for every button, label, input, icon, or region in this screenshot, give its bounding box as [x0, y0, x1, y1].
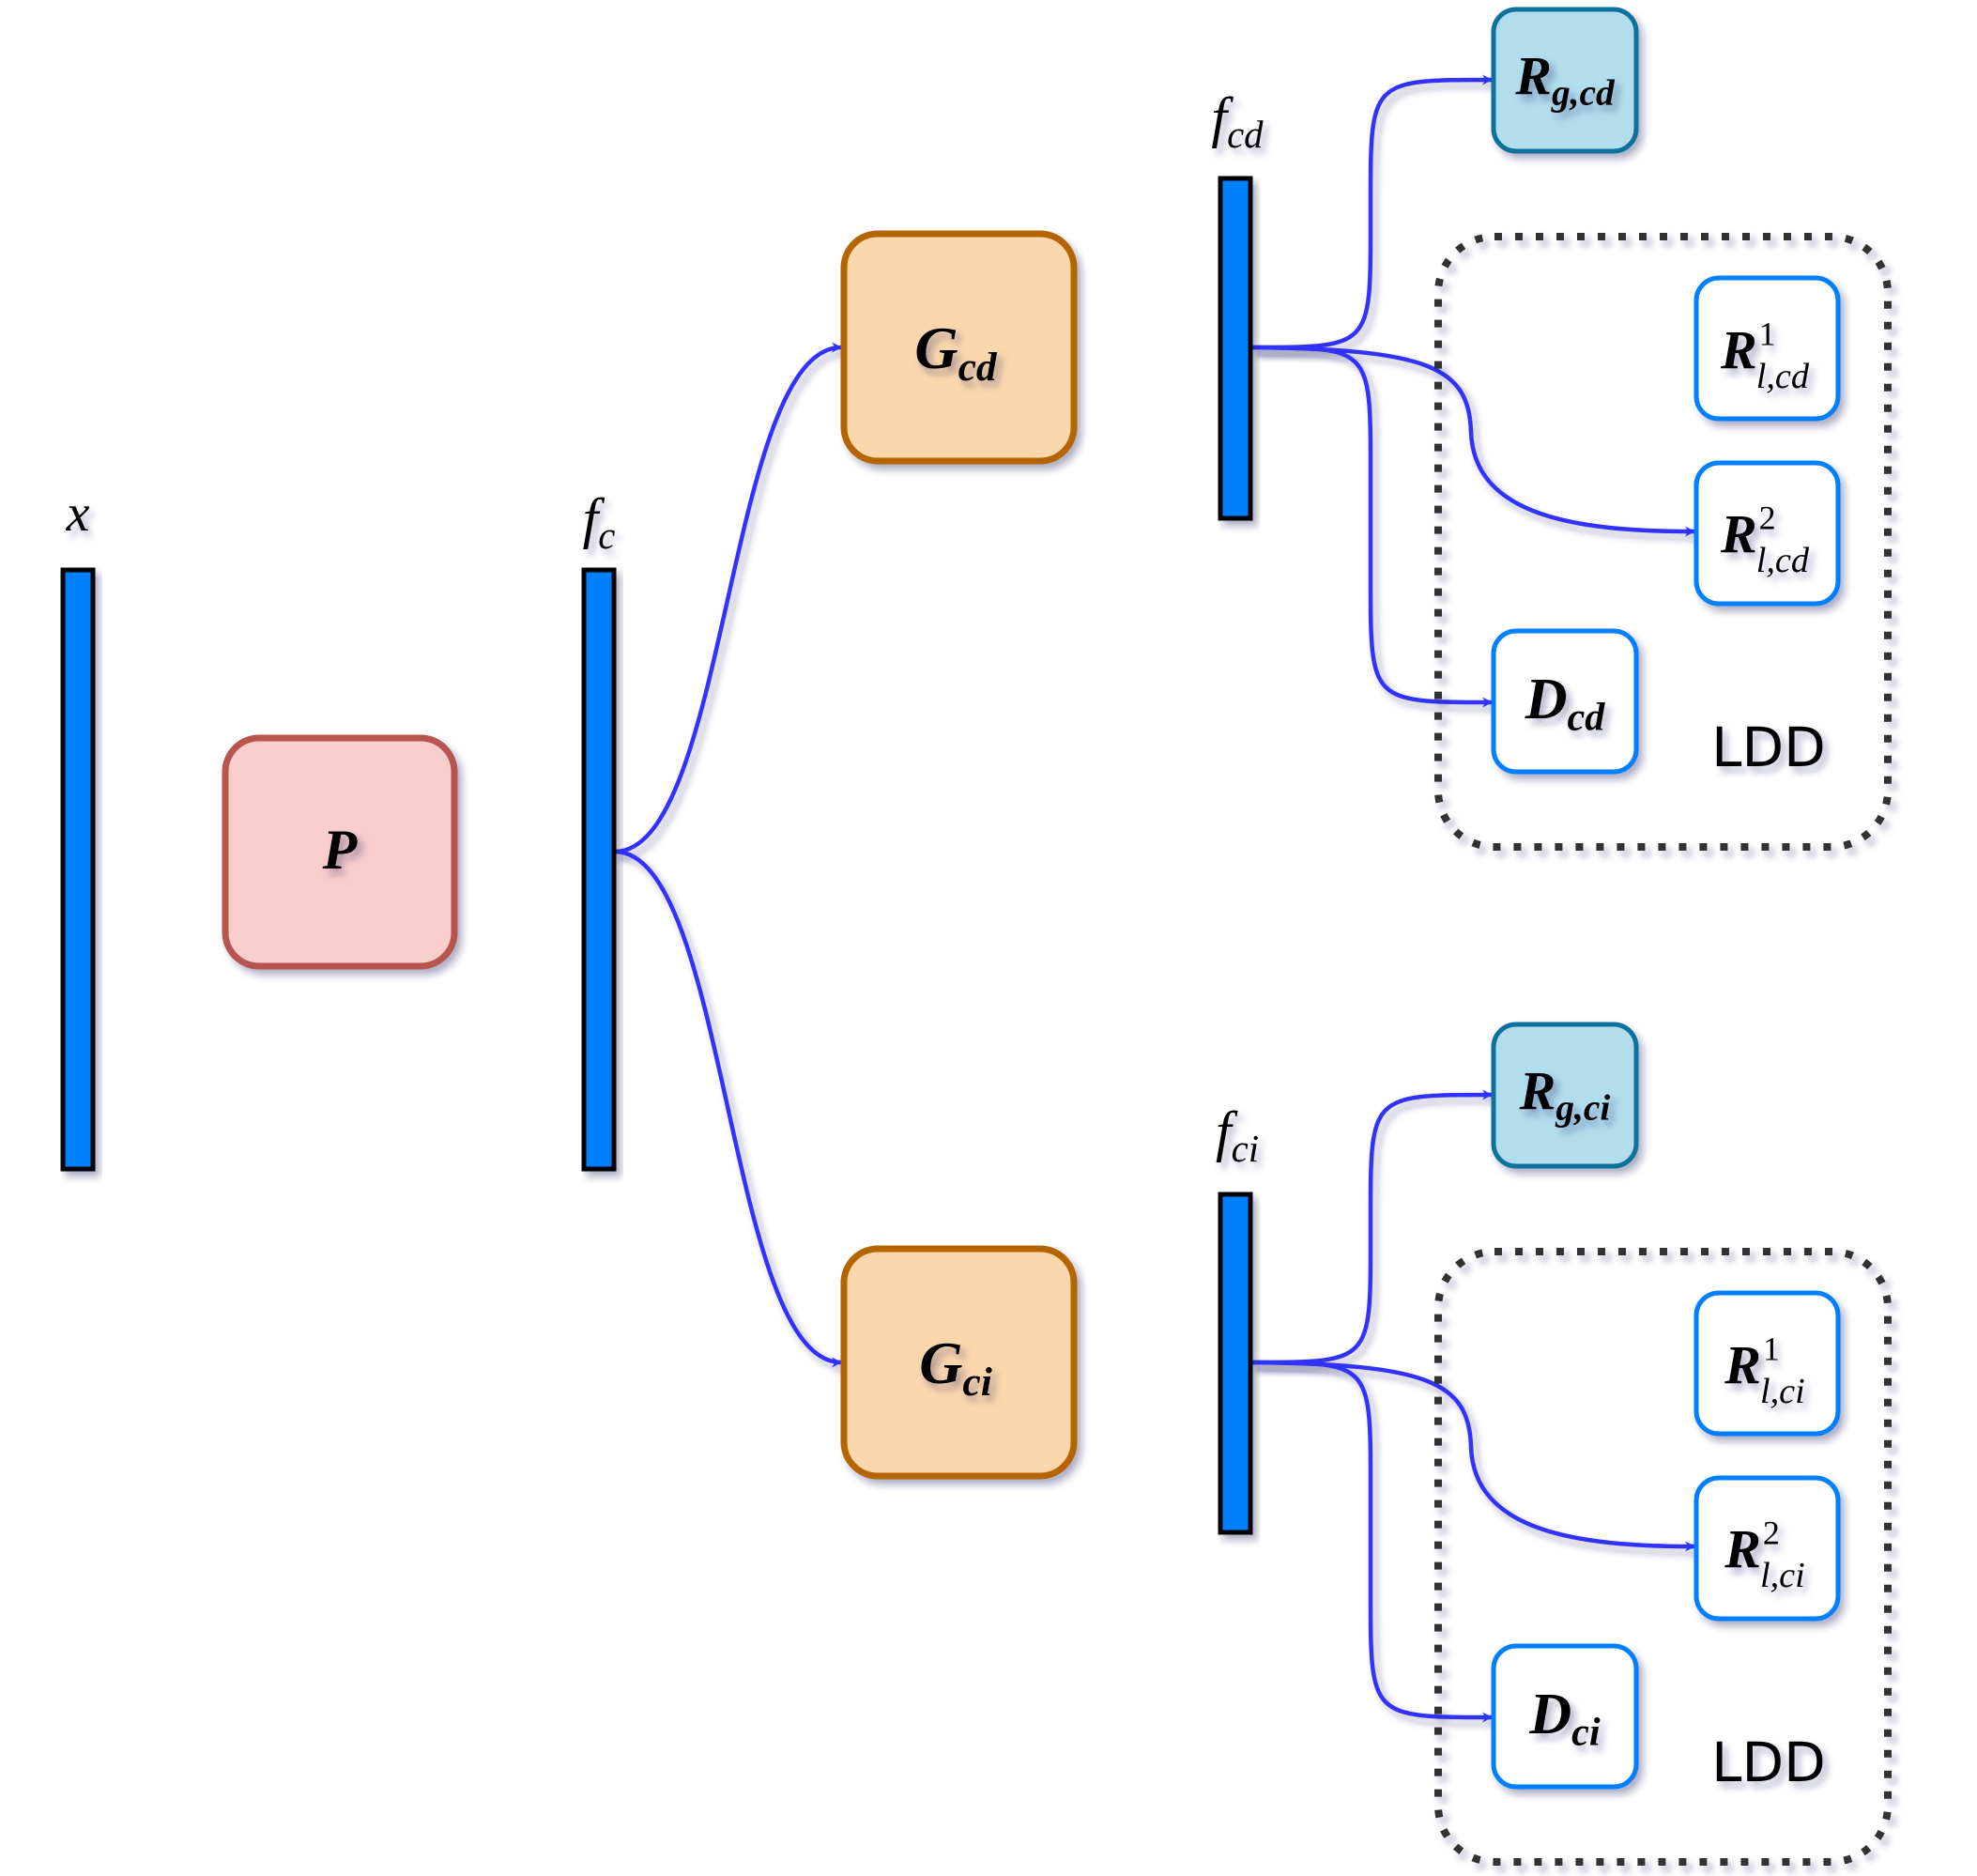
svg-text:R1l,cd: R1 l,cd: [1720, 315, 1810, 396]
svg-text:fcd: fcd: [1211, 86, 1264, 156]
label-fc: fc: [583, 487, 616, 557]
local2-box-ci[interactable]: [1693, 1475, 1841, 1622]
svg-text:Rg,ci: Rg,ci: [1519, 1060, 1611, 1129]
arrow-fci-to-global: [1251, 1089, 1494, 1365]
svg-text:R2l,ci: R2 l,ci: [1724, 1515, 1805, 1595]
arrow-fc-to-Gcd: [614, 342, 843, 854]
arrow-fcd-to-local2: [1251, 345, 1696, 537]
label-superscript: 2: [1763, 1515, 1780, 1552]
label-subscript: ci: [1232, 1128, 1259, 1170]
label-main: R: [1724, 1334, 1761, 1395]
feature-bar-fci: [1218, 1192, 1253, 1535]
svg-text:Rg,cd: Rg,cd: [1514, 45, 1616, 114]
label-superscript: 2: [1759, 500, 1776, 537]
arrow-fc-to-Gci: [614, 849, 843, 1368]
svg-text:R2l,cd: R2 l,cd: [1720, 500, 1810, 580]
label-disc-ci: Dci: [1528, 1683, 1600, 1754]
label-global-ci: Rg,ci: [1519, 1060, 1611, 1129]
label-local2-ci: R2 l,ci: [1724, 1515, 1805, 1595]
label-global-cd: Rg,cd: [1514, 45, 1616, 114]
arrow-fci-to-local2: [1251, 1360, 1696, 1552]
svg-text:fc: fc: [583, 487, 616, 557]
svg-text:x: x: [66, 484, 90, 543]
label-local2-cd: R2 l,cd: [1720, 500, 1810, 580]
generator-box-Gcd[interactable]: [840, 230, 1078, 465]
global-box-ci[interactable]: [1491, 1022, 1639, 1169]
generator-box-Gci[interactable]: [840, 1245, 1078, 1480]
ldd-group-ci: [1434, 1248, 1892, 1866]
local1-box-cd[interactable]: [1693, 275, 1841, 422]
label-x: x: [66, 484, 90, 543]
label-main: R: [1720, 503, 1757, 564]
label-subscript: cd: [1227, 114, 1264, 156]
label-Gcd: Gcd: [914, 315, 998, 390]
label-main: P: [322, 819, 359, 881]
label-fcd: fcd: [1211, 86, 1264, 156]
svg-text:Dci: Dci: [1528, 1683, 1600, 1754]
label-superscript: 1: [1763, 1330, 1780, 1368]
arrow-fcd-to-global: [1251, 74, 1494, 350]
global-box-cd[interactable]: [1491, 7, 1639, 154]
arrow-fci-to-disc: [1251, 1360, 1494, 1723]
projector-box-P[interactable]: [222, 734, 458, 970]
label-subscript: cd: [1567, 695, 1605, 739]
label-main: G: [914, 315, 958, 381]
svg-text:Gcd: Gcd: [914, 315, 998, 390]
label-subscript: g,cd: [1551, 72, 1616, 114]
label-main: D: [1528, 1683, 1571, 1746]
label-subscript: l,ci: [1760, 1372, 1805, 1411]
label-Gci: Gci: [919, 1330, 992, 1405]
label-subscript: g,ci: [1555, 1087, 1610, 1129]
label-main: R: [1514, 45, 1552, 106]
label-subscript: l,cd: [1756, 357, 1810, 396]
label-superscript: 1: [1759, 315, 1776, 353]
label-subscript: ci: [1571, 1710, 1601, 1754]
feature-bar-fc: [581, 567, 617, 1172]
local2-box-cd[interactable]: [1693, 460, 1841, 607]
ldd-label-ci: LDD: [1711, 1730, 1826, 1794]
svg-text:P: P: [322, 819, 359, 881]
feature-bar-fcd: [1218, 176, 1253, 521]
label-main: R: [1724, 1518, 1761, 1579]
label-local1-ci: R1 l,ci: [1724, 1330, 1805, 1411]
label-local1-cd: R1 l,cd: [1720, 315, 1810, 396]
label-main: x: [66, 484, 90, 543]
label-fci: fci: [1216, 1100, 1259, 1170]
label-main: G: [919, 1330, 962, 1396]
label-subscript: l,cd: [1756, 541, 1810, 580]
svg-text:Dcd: Dcd: [1525, 668, 1605, 739]
local1-box-ci[interactable]: [1693, 1290, 1841, 1437]
label-subscript: l,ci: [1760, 1556, 1805, 1595]
label-subscript: c: [598, 515, 615, 557]
label-disc-cd: Dcd: [1525, 668, 1605, 739]
svg-text:R1l,ci: R1 l,ci: [1724, 1330, 1805, 1411]
ldd-group-cd: [1434, 233, 1892, 851]
label-P: P: [322, 819, 359, 881]
edges-layer: [94, 74, 1696, 1723]
label-subscript: cd: [958, 345, 998, 390]
disc-box-ci[interactable]: [1491, 1643, 1639, 1790]
label-main: D: [1525, 668, 1568, 731]
disc-box-cd[interactable]: [1491, 628, 1639, 775]
svg-text:fci: fci: [1216, 1100, 1259, 1170]
label-main: R: [1519, 1060, 1556, 1121]
arrow-fcd-to-disc: [1251, 345, 1494, 708]
label-main: R: [1720, 319, 1757, 380]
input-bar-x: [60, 567, 96, 1172]
svg-text:Gci: Gci: [919, 1330, 992, 1405]
label-subscript: ci: [962, 1360, 991, 1405]
ldd-label-cd: LDD: [1711, 715, 1826, 779]
